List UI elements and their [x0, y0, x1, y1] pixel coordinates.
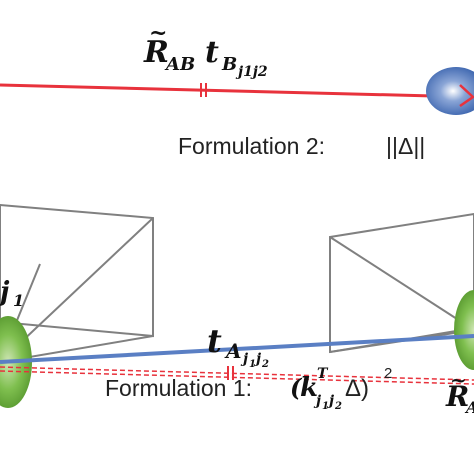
formulation2-prefix: Formulation 2: [178, 133, 325, 159]
top-tilde: ~ [149, 20, 167, 46]
left-partial-j: j [0, 277, 10, 307]
formulation1-k-sub-j1: j [313, 393, 321, 409]
top-R: R [143, 35, 169, 70]
mid-sub-j1-idx: 1 [249, 359, 256, 370]
formulation1-prefix: Formulation 1: [105, 375, 252, 401]
left-camera-frame [0, 203, 154, 338]
formulation1-open: ( [290, 373, 303, 402]
left-partial-sub: 1 [13, 291, 24, 310]
top-sub-AB: AB [164, 54, 195, 75]
blue-ellipse [426, 67, 474, 115]
formulation2-expr: ||Δ|| [386, 133, 425, 159]
right-frustum-line-1 [329, 236, 474, 331]
red-arrowhead [459, 84, 474, 108]
top-sub-B: B [221, 54, 237, 75]
red-vector-line [0, 83, 473, 99]
red-dashed-line-1 [0, 366, 474, 381]
top-t: t [205, 35, 219, 70]
mid-sub-j1: j [240, 351, 248, 367]
formulation1-k-sub-j2: j [326, 393, 334, 409]
mid-sub-A: A [224, 339, 242, 363]
top-sub-j1j2: j1j2 [235, 64, 268, 80]
middle-expression: t A j 1 j 2 [207, 322, 269, 370]
right-green-ellipse [454, 290, 474, 370]
mid-t: t [207, 322, 222, 360]
formulation1-k-sup: T [317, 366, 329, 382]
right-camera-frame [329, 212, 474, 354]
blue-vector-line [0, 334, 474, 364]
mid-sub-j2-idx: 2 [261, 359, 269, 370]
formulation1-k-sub-idx1: 1 [322, 401, 329, 412]
formulation1-k-sub-idx2: 2 [334, 401, 342, 412]
formulation1-power: 2 [384, 365, 392, 382]
mid-sub-j2: j [253, 351, 261, 367]
formulation1-delta: Δ) [345, 375, 369, 402]
right-partial-tilde: ~ [450, 368, 467, 392]
right-partial-sub: A [464, 398, 474, 417]
top-expression: ~ R AB t B j1j2 [143, 20, 268, 80]
right-partial-R: R [445, 380, 469, 413]
formulation1-k: k [300, 373, 318, 403]
red-dashed-line-2 [0, 370, 474, 385]
